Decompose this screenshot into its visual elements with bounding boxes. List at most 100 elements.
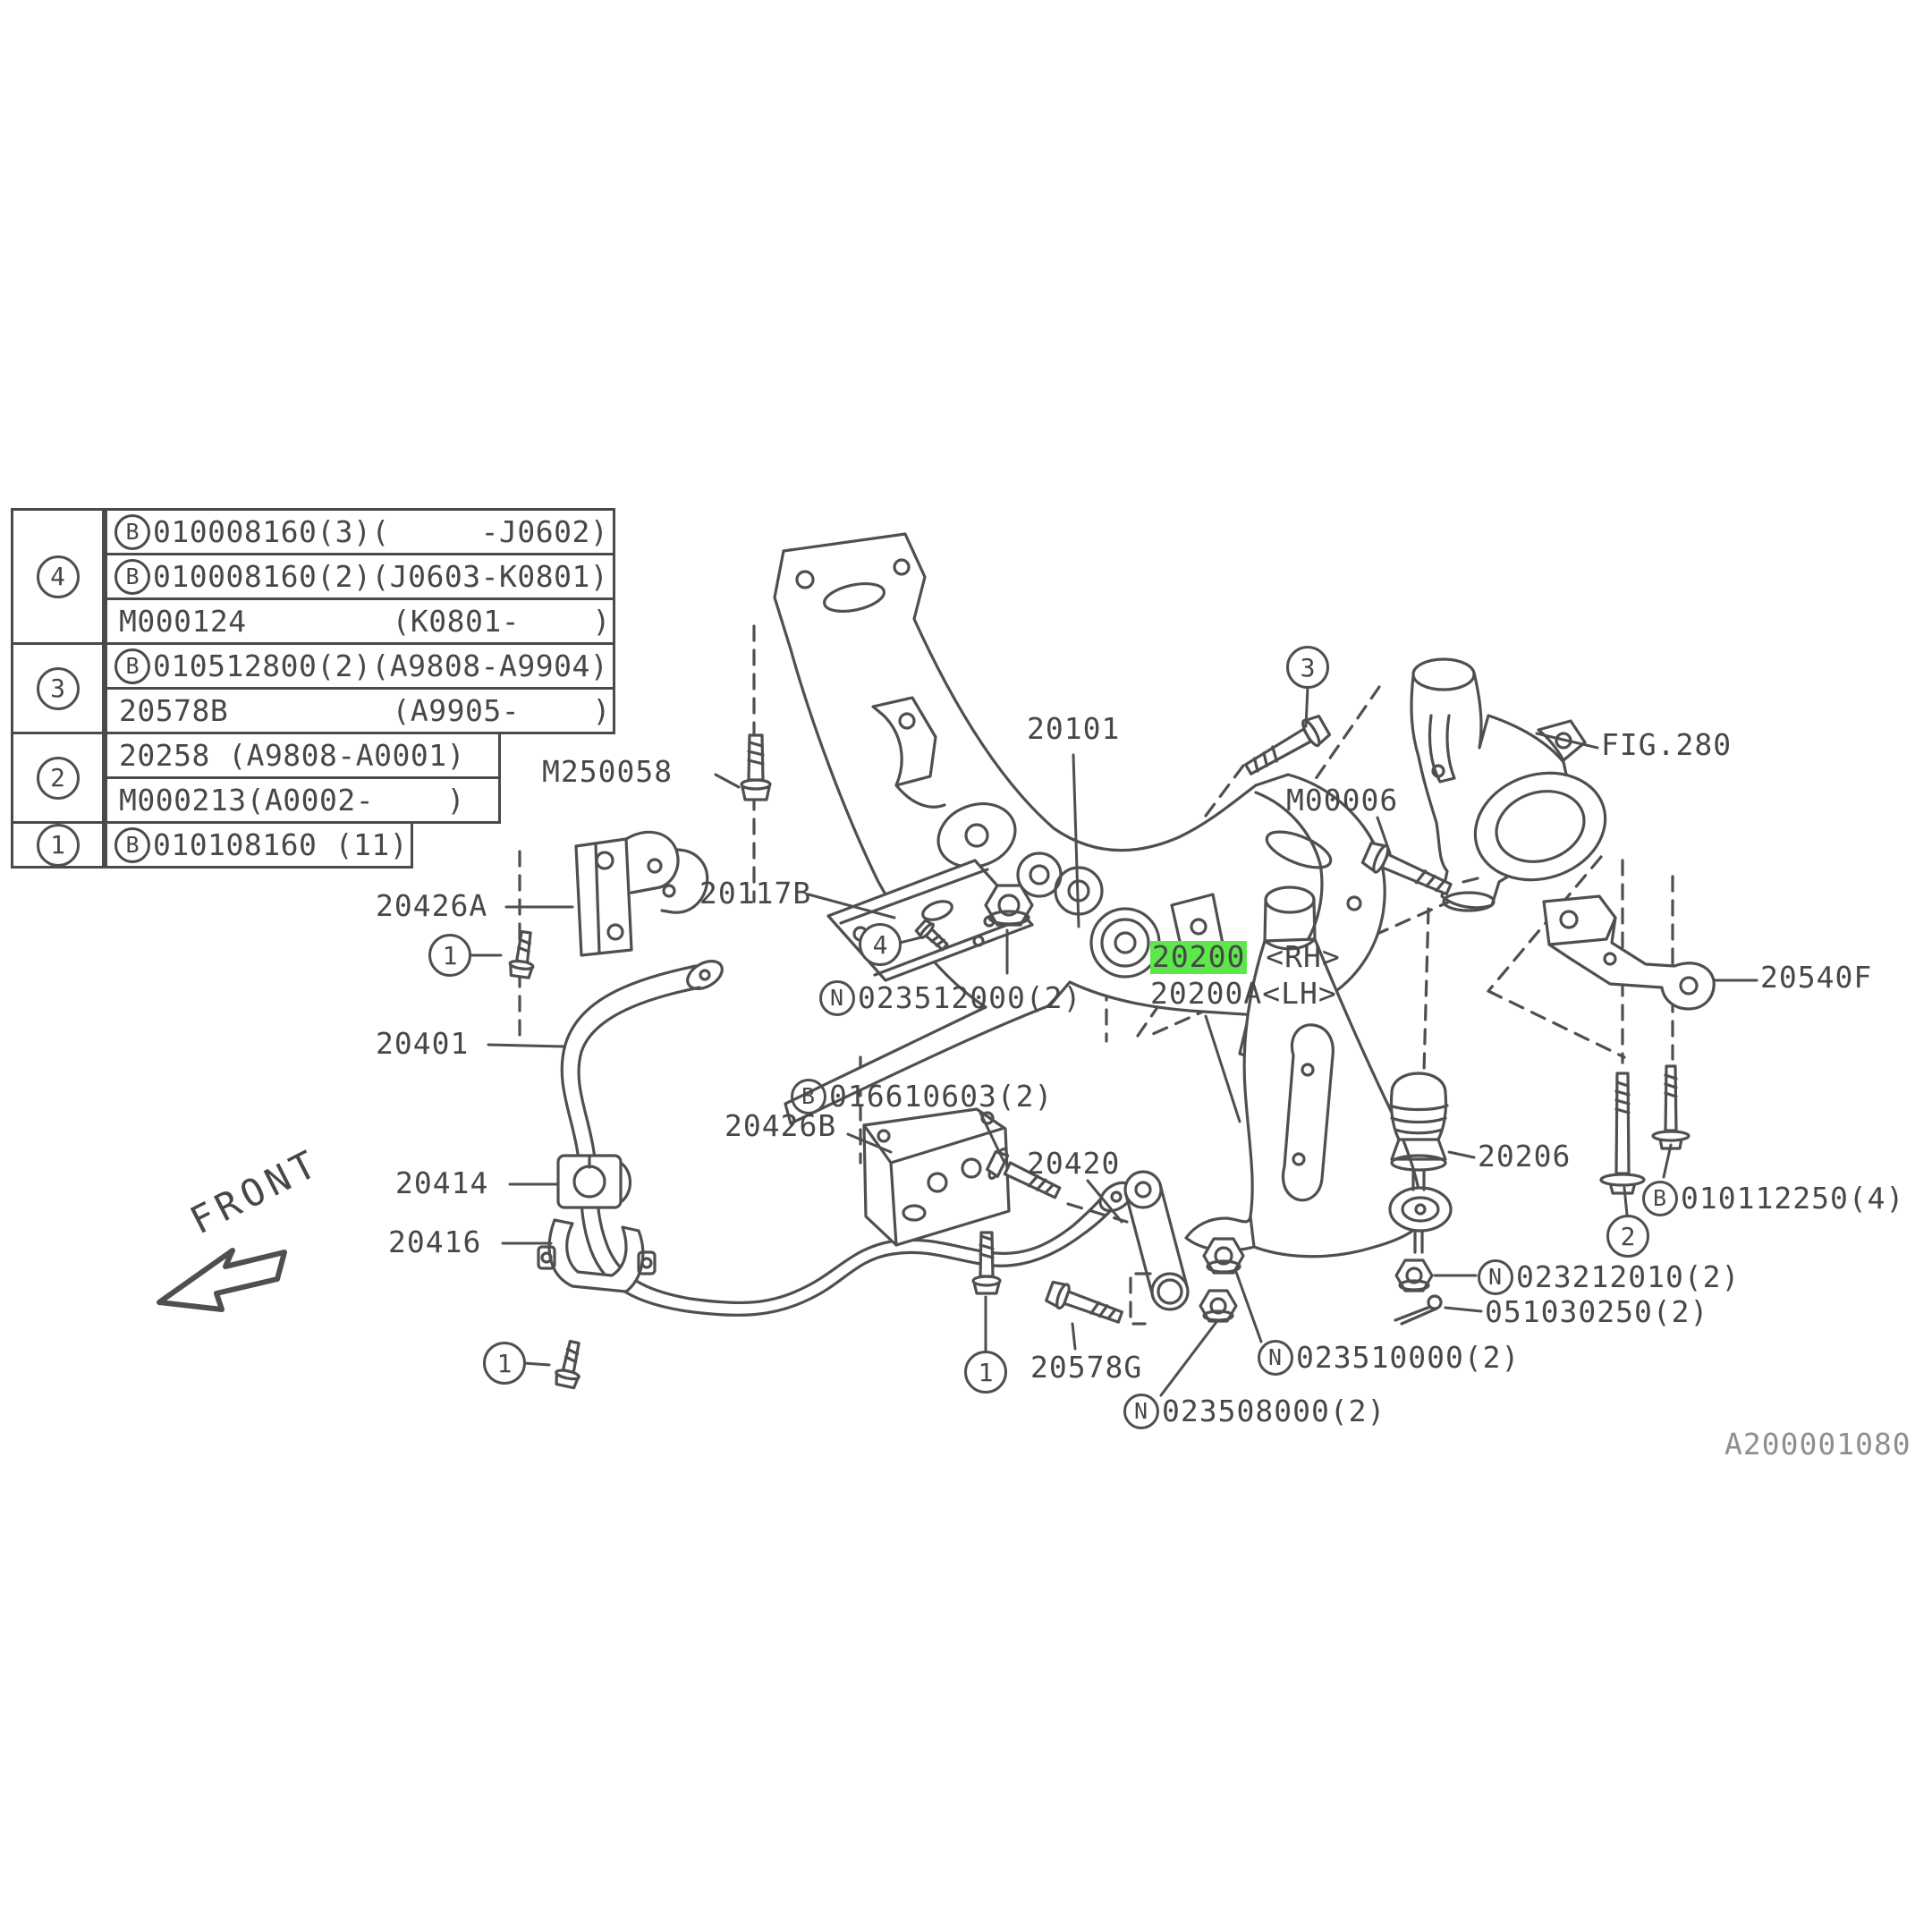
circled-letter-b-icon: B [1642, 1181, 1678, 1216]
part-label-p20426b: 20426B [724, 1108, 837, 1143]
part-number-text: 20420 [1027, 1146, 1121, 1181]
table-row-text: M000124 (K0801- ) [119, 604, 611, 639]
bracket-20426a-drawing [574, 830, 709, 957]
part-number-text: 20200A [1150, 976, 1263, 1011]
part-label-fig280: FIG.280 [1601, 727, 1733, 762]
part-label-p20414: 20414 [395, 1165, 489, 1200]
table-row-text: 20258 (A9808-A0001) [119, 738, 465, 773]
table-row-text: M000213(A0002- ) [119, 783, 465, 818]
bushing-20414-drawing [556, 1154, 632, 1209]
circled-letter-b-icon: B [114, 513, 150, 550]
part-number-text: M250058 [542, 754, 674, 789]
fasteners-drawing [508, 715, 1690, 1390]
part-number-text: FIG.280 [1601, 727, 1733, 762]
part-number-text: 051030250(2) [1485, 1294, 1709, 1329]
table-group-cell-3: 3 [11, 642, 105, 734]
part-number-text: 20117B [699, 876, 812, 911]
callout-circle-2: 2 [1606, 1215, 1649, 1258]
part-number-text: M00006 [1286, 783, 1399, 818]
circled-letter-b-icon: B [114, 648, 150, 684]
part-number-text: 010112250(4) [1681, 1180, 1905, 1216]
part-number-text: A200001080 [1724, 1427, 1911, 1462]
circled-letter-n-icon: N [1123, 1394, 1159, 1429]
part-label-m00006: M00006 [1286, 783, 1399, 818]
table-group-number: 2 [36, 756, 80, 800]
circled-letter-b-icon: B [114, 558, 150, 595]
part-number-text: 20540F [1760, 960, 1873, 995]
front-arrow-icon [157, 1248, 287, 1312]
part-label-p20200rh: 20200 <RH> [1150, 941, 1341, 974]
table-group-number: 4 [36, 555, 80, 598]
part-number-text: 20206 [1478, 1139, 1572, 1174]
table-row-text: 010108160 (11) [153, 827, 409, 862]
part-number-text: 20416 [388, 1224, 482, 1259]
table-row-text: 20578B (A9905- ) [119, 693, 611, 728]
part-number-text: 20426B [724, 1108, 837, 1143]
callout-circle-1: 1 [483, 1342, 526, 1385]
part-label-p20101: 20101 [1027, 711, 1121, 746]
part-suffix-text: <LH> [1262, 976, 1337, 1011]
part-label-p20401: 20401 [376, 1026, 470, 1061]
circled-letter-b-icon: B [114, 826, 150, 863]
part-suffix-text: <RH> [1247, 939, 1341, 974]
table-row-text: 010008160(3)( -J0602) [153, 514, 609, 549]
part-label-p20540f: 20540F [1760, 962, 1872, 994]
part-number-text: 023212010(2) [1516, 1258, 1741, 1294]
part-label-p20416: 20416 [388, 1224, 482, 1259]
table-row: M000213(A0002- ) [105, 776, 501, 824]
callout-circle-1: 1 [428, 934, 471, 977]
ball-joint-20206-drawing [1388, 1072, 1449, 1254]
circled-letter-n-icon: N [1258, 1340, 1293, 1376]
part-number-text: 023510000(2) [1296, 1339, 1521, 1375]
part-label-p20206: 20206 [1478, 1139, 1572, 1174]
callout-circle-1: 1 [964, 1351, 1007, 1394]
part-label-m250058: M250058 [542, 754, 674, 789]
circled-letter-n-icon: N [1478, 1259, 1513, 1295]
part-number-text: 20401 [376, 1026, 470, 1061]
bracket-20426b-drawing [862, 1107, 1011, 1247]
part-number-text: 016610603(2) [829, 1078, 1054, 1114]
part-number-text: 20414 [395, 1165, 489, 1200]
part-label-p20426a: 20426A [376, 888, 488, 923]
part-label-p20420: 20420 [1027, 1148, 1120, 1180]
callout-circle-4: 4 [859, 923, 902, 966]
part-label-p051030250: 051030250(2) [1485, 1294, 1709, 1329]
table-group-number: 3 [36, 666, 80, 710]
table-row: M000124 (K0801- ) [105, 597, 615, 645]
part-number-text: 023512000(2) [858, 979, 1082, 1015]
table-group-cell-1: 1 [11, 821, 105, 869]
control-arm-20200-drawing [1184, 886, 1453, 1258]
bracket-20540f-drawing [1542, 894, 1716, 1011]
link-20420-drawing [1123, 1170, 1190, 1311]
part-number-text: 023508000(2) [1162, 1393, 1386, 1428]
table-group-number: 1 [36, 823, 80, 867]
table-row: 20258 (A9808-A0001) [105, 732, 501, 779]
part-label-p20578g: 20578G [1030, 1352, 1142, 1384]
part-number-text: 20101 [1027, 711, 1121, 746]
part-label-p20200lh: 20200A<LH> [1150, 976, 1337, 1011]
part-number-text: 20426A [376, 888, 488, 923]
circled-letter-b-icon: B [791, 1079, 826, 1114]
part-number-text: 20200 [1150, 939, 1248, 974]
table-row-text: 010008160(2)(J0603-K0801) [153, 559, 609, 594]
part-label-code: A200001080 [1724, 1427, 1911, 1462]
circled-letter-n-icon: N [819, 980, 855, 1016]
knuckle-fig280-drawing [1410, 657, 1607, 912]
leader-lines [469, 685, 1758, 1397]
table-row-text: 010512800(2)(A9808-A9904) [153, 648, 609, 683]
